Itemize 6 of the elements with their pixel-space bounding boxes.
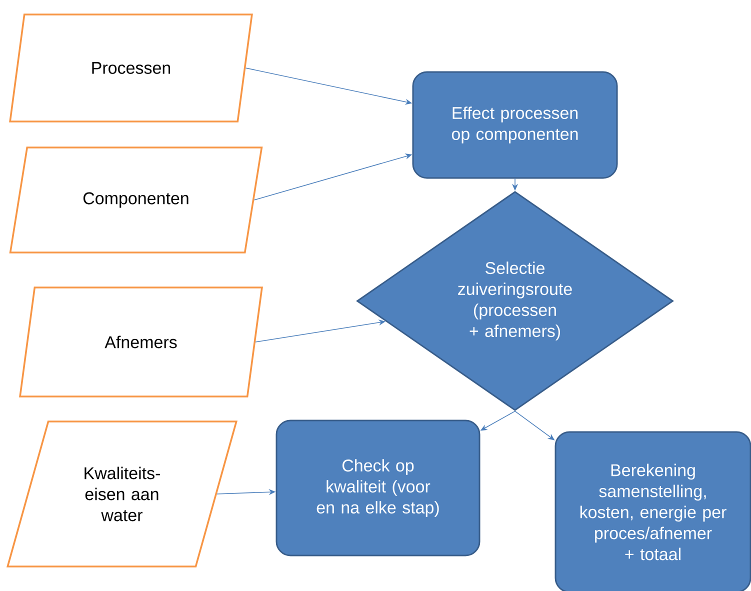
process-box: Check op kwaliteit (voor en na elke stap) xyxy=(276,420,480,556)
process-box: Berekening samenstelling, kosten, energie per proces/afnemer + totaal xyxy=(554,431,751,591)
input-parallelogram: Afnemers xyxy=(19,286,263,398)
input-parallelogram: Processen xyxy=(9,14,253,122)
process-box: Effect processen op componenten xyxy=(412,71,618,179)
input-parallelogram: Componenten xyxy=(9,146,263,254)
